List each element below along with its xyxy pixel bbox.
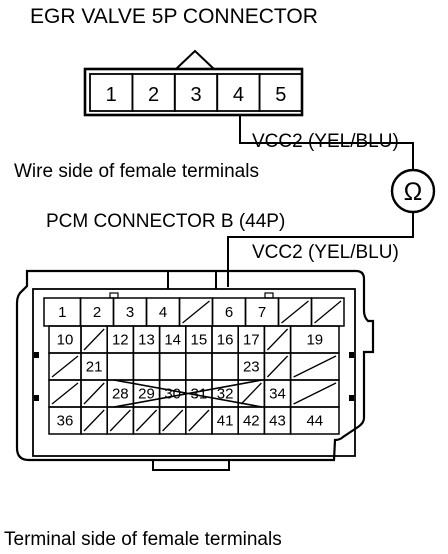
wire-egr-to-meter [239,115,414,170]
pcm-pin-28: 28 [112,386,129,403]
pcm-pin-34: 34 [269,386,286,403]
egr-connector: 1 2 3 4 5 [83,49,304,117]
pcm-cell [132,352,161,381]
pcm-pin-1: 1 [58,304,66,321]
pcm-pin-42: 42 [243,413,260,430]
pcm-empty-slot [293,355,337,378]
pcm-pin-16: 16 [217,332,234,349]
pcm-bottom-tab [152,460,230,471]
pcm-pin-6: 6 [225,304,233,321]
pcm-empty-slot [182,300,210,324]
pcm-left-key [34,395,39,401]
pcm-pin-17: 17 [243,332,260,349]
pcm-pin-30: 30 [164,386,181,403]
pcm-pin-44: 44 [306,413,323,430]
pcm-empty-slot [162,409,184,432]
pcm-pin-36: 36 [57,413,74,430]
ohmmeter-circle [390,168,436,214]
egr-connector-title: EGR VALVE 5P CONNECTOR [30,5,318,28]
egr-pin-2: 2 [148,84,159,106]
pcm-empty-slot [240,382,262,405]
egr-pin-1: 1 [106,84,117,106]
pcm-pin-7: 7 [258,304,266,321]
pcm-pin-31: 31 [191,386,208,403]
pcm-cell [185,352,213,381]
pcm-pin-2: 2 [93,304,101,321]
pcm-pin-29: 29 [138,386,155,403]
pcm-right-key [349,352,354,358]
pcm-wire-label: VCC2 (YEL/BLU) [252,242,399,263]
pcm-pin-14: 14 [164,332,181,349]
pcm-empty-slot [281,300,309,324]
pcm-empty-slot [51,382,79,405]
ohmmeter: Ω [390,168,436,214]
pcm-empty-slot [314,300,342,324]
pcm-connector-title: PCM CONNECTOR B (44P) [46,211,285,232]
pcm-left-key [34,352,39,358]
egr-pin-5: 5 [275,84,286,106]
pcm-empty-slot [109,409,131,432]
pcm-cell [158,352,187,381]
pcm-empty-slot [135,409,158,432]
pcm-pin-21: 21 [86,359,103,376]
pcm-pin-43: 43 [269,413,286,430]
pcm-cell [211,352,239,381]
pcm-empty-slot [83,328,105,351]
wire-meter-to-pcm [227,212,414,287]
pcm-pin-4: 4 [159,304,167,321]
egr-wire-label: VCC2 (YEL/BLU) [252,131,399,152]
pcm-inner-face [32,288,356,457]
pcm-empty-slot [83,409,105,432]
pcm-right-key [349,395,354,401]
pcm-empty-slot [51,355,79,378]
pcm-empty-slot [293,382,337,405]
ohm-icon: Ω [404,178,423,206]
pcm-housing [15,269,375,462]
pcm-pin-19: 19 [306,332,323,349]
pcm-pin-23: 23 [243,359,260,376]
egr-pin-3: 3 [190,84,201,106]
pcm-side-label: Terminal side of female terminals [4,529,282,550]
pcm-empty-slot [266,355,289,378]
pcm-pin-12: 12 [112,332,129,349]
pcm-empty-slot [188,409,210,432]
pcm-empty-slot [266,328,289,351]
pcm-pin-10: 10 [57,332,74,349]
pcm-center-cross [113,379,263,408]
pcm-cell [289,406,340,435]
pcm-pin-3: 3 [126,304,134,321]
pcm-top-latch [167,270,217,289]
pcm-pin-13: 13 [138,332,155,349]
egr-pin-4: 4 [233,84,244,106]
pcm-pin-15: 15 [191,332,208,349]
pcm-pin-41: 41 [217,413,234,430]
egr-pin-cell [258,73,303,112]
pcm-pin-32: 32 [217,386,234,403]
pcm-empty-slot [83,382,105,405]
pcm-cell [106,352,135,381]
egr-side-label: Wire side of female terminals [14,161,259,182]
